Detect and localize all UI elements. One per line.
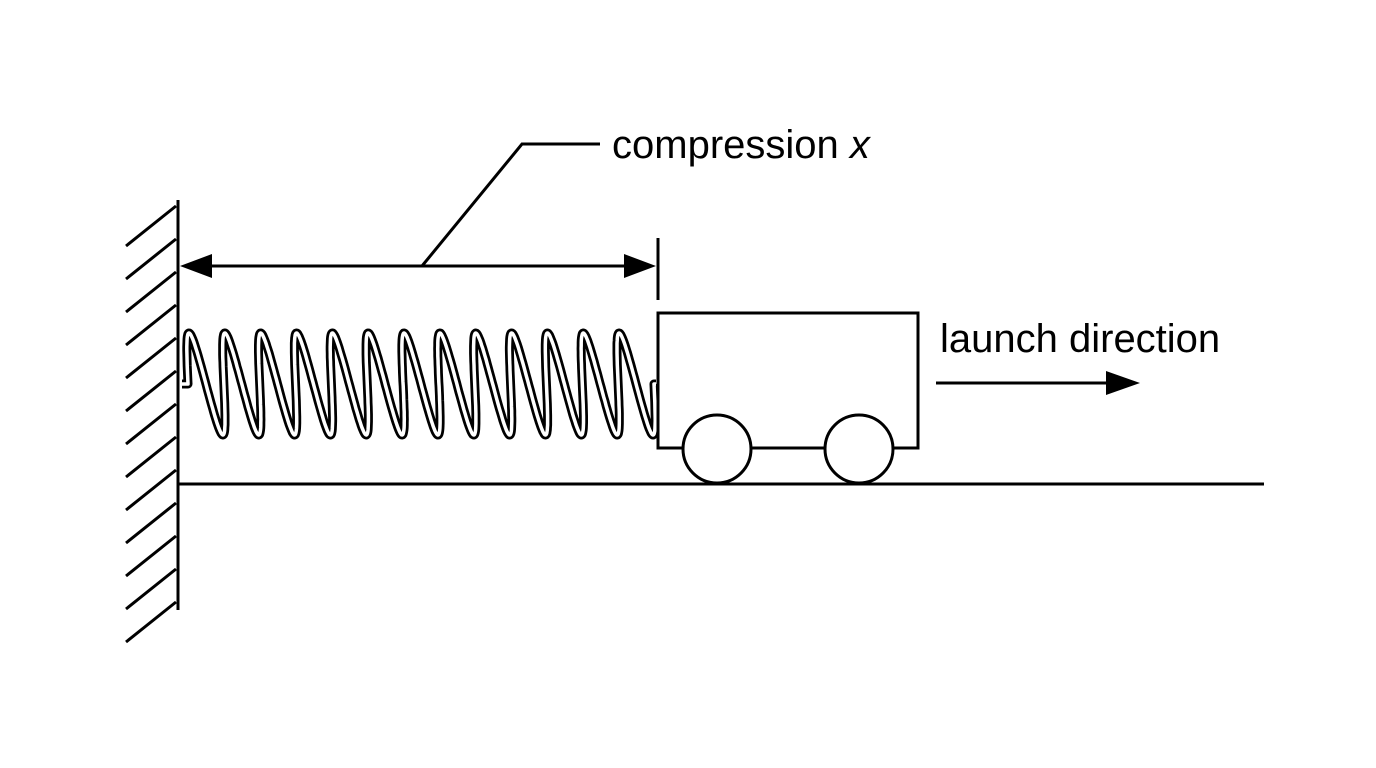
dimension-arrowhead-right <box>624 254 656 278</box>
hatch-line <box>125 402 177 446</box>
cart-wheel-right <box>823 413 895 485</box>
hatch-line <box>125 567 177 611</box>
hatch-line <box>125 501 177 545</box>
wall <box>125 200 180 644</box>
hatch-line <box>125 600 177 644</box>
hatch-line <box>125 336 177 380</box>
spring-coil-fill <box>182 331 657 437</box>
launch-arrowhead <box>1106 371 1140 395</box>
hatch-line <box>125 303 177 347</box>
hatch-line <box>125 534 177 578</box>
spring <box>182 328 660 440</box>
wall-hatching <box>125 204 177 644</box>
launch-direction-label: launch direction <box>940 317 1220 361</box>
cart-wheel-left <box>681 413 753 485</box>
hatch-line <box>125 435 177 479</box>
launch-arrow <box>936 371 1140 395</box>
compression-dimension <box>180 142 660 300</box>
cart <box>656 311 920 485</box>
hatch-line <box>125 204 177 248</box>
dimension-arrowhead-left <box>180 254 212 278</box>
hatch-line <box>125 369 177 413</box>
compression-label: compression x <box>612 123 872 167</box>
hatch-line <box>125 270 177 314</box>
hatch-line <box>125 237 177 281</box>
hatch-line <box>125 468 177 512</box>
leader-line <box>420 142 600 267</box>
